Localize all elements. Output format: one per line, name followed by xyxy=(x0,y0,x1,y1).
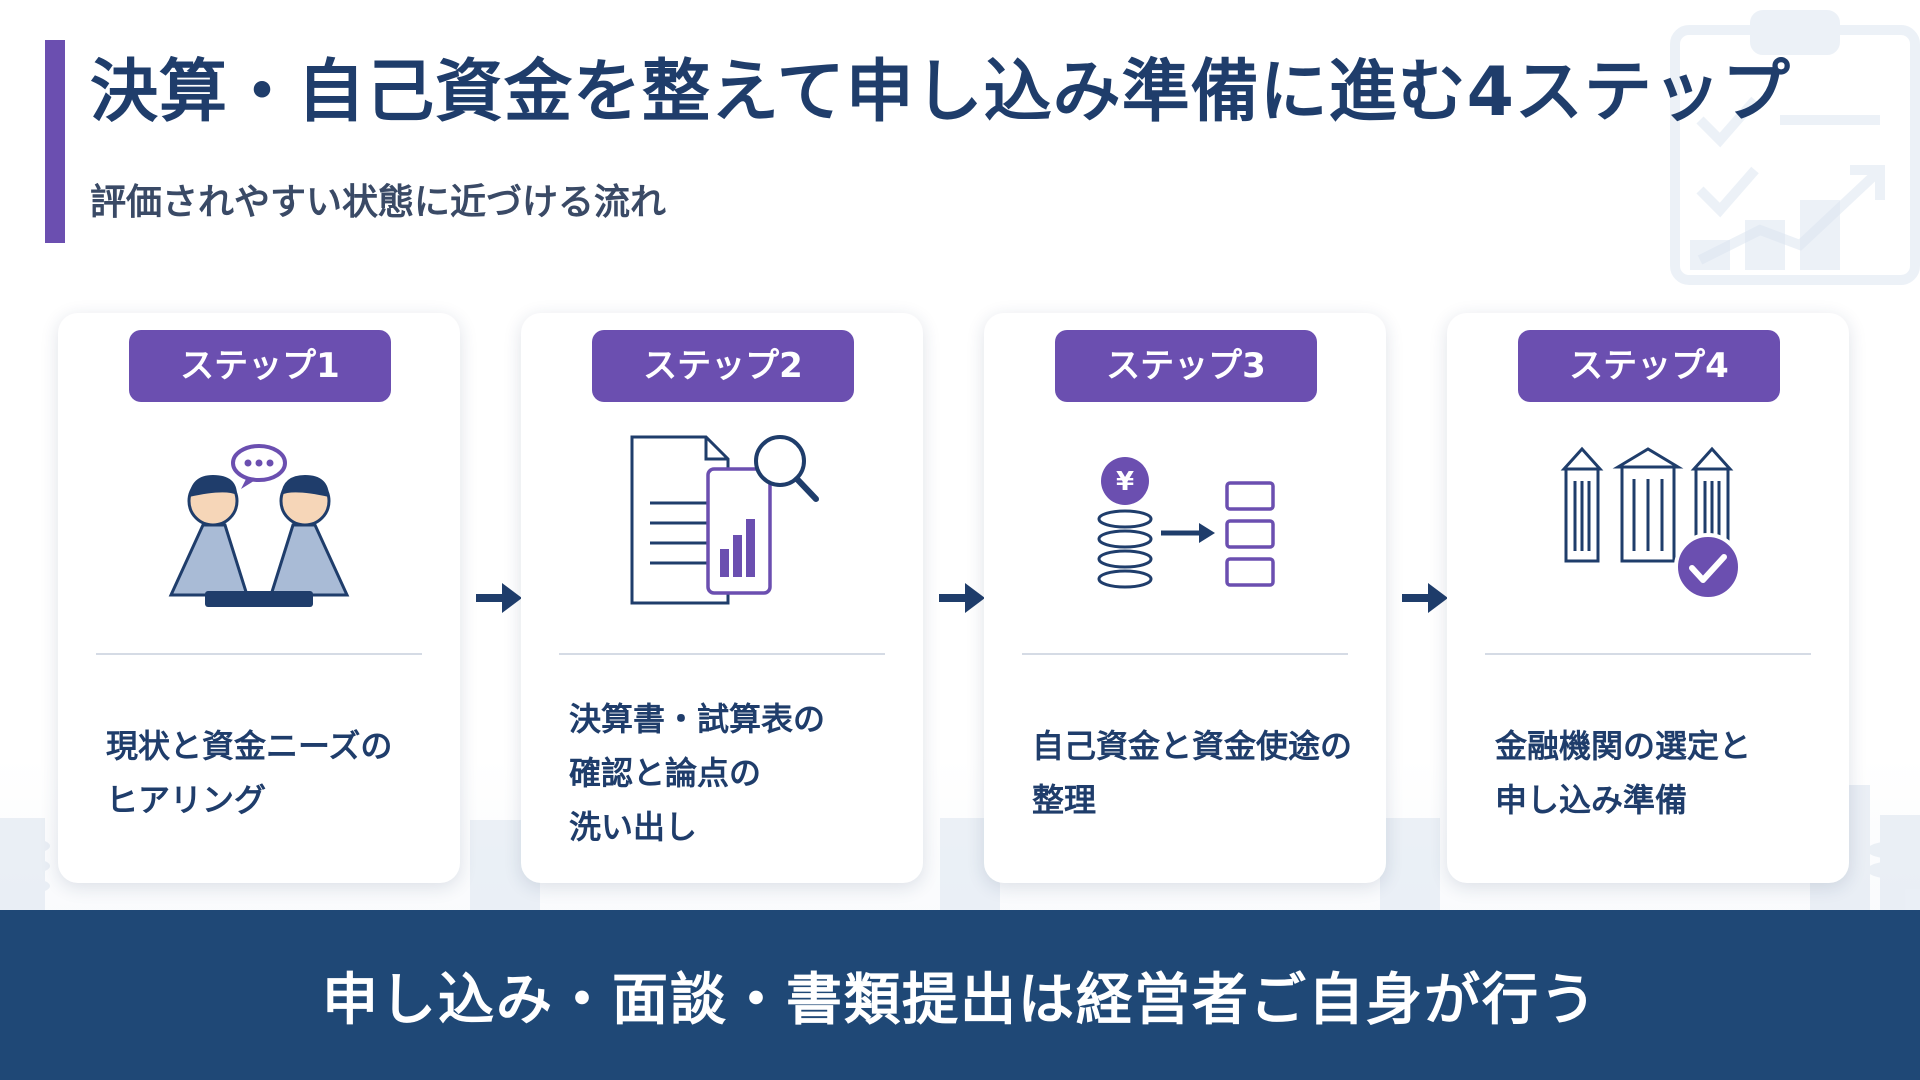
footer-note: 申し込み・面談・書類提出は経営者ご自身が行う xyxy=(322,967,1598,1033)
card-divider xyxy=(559,653,885,655)
step-description: 決算書・試算表の 確認と論点の 洗い出し xyxy=(569,700,826,846)
page-subtitle: 評価されやすい状態に近づける流れ xyxy=(90,182,667,223)
footer-banner: 申し込み・面談・書類提出は経営者ご自身が行う xyxy=(0,910,1920,1080)
card-divider xyxy=(1485,653,1811,655)
document-analysis-icon xyxy=(630,435,819,605)
card-divider xyxy=(1022,653,1348,655)
yen-symbol: ¥ xyxy=(1116,467,1134,497)
card-divider xyxy=(96,653,422,655)
arrow-right-icon xyxy=(476,583,522,613)
hearing-meeting-icon xyxy=(168,444,350,607)
step-card-1: ステップ1 現状と資金ニーズの ヒアリング xyxy=(58,313,460,883)
step-description: 自己資金と資金使途の 整理 xyxy=(1032,727,1353,819)
arrow-right-icon xyxy=(939,583,985,613)
step-badge: ステップ1 xyxy=(129,330,391,402)
bank-selection-check-icon xyxy=(1560,446,1742,601)
step-badge: ステップ3 xyxy=(1055,330,1317,402)
step-description: 金融機関の選定と 申し込み準備 xyxy=(1495,727,1752,819)
page-title: 決算・自己資金を整えて申し込み準備に進む4ステップ xyxy=(90,53,1791,132)
title-accent-bar xyxy=(45,40,65,243)
arrow-right-icon xyxy=(1402,583,1448,613)
step-badge: ステップ2 xyxy=(592,330,854,402)
step-description: 現状と資金ニーズの ヒアリング xyxy=(106,727,393,819)
yen-coins-allocation-icon: ¥ xyxy=(1097,457,1275,589)
step-card-4: ステップ4 xyxy=(1447,313,1849,883)
step-card-2: ステップ2 決算書・試算表の 確認と論点の 洗い出し xyxy=(521,313,923,883)
step-card-3: ステップ3 ¥ 自己資金と資金使途の 整理 xyxy=(984,313,1386,883)
step-badge: ステップ4 xyxy=(1518,330,1780,402)
